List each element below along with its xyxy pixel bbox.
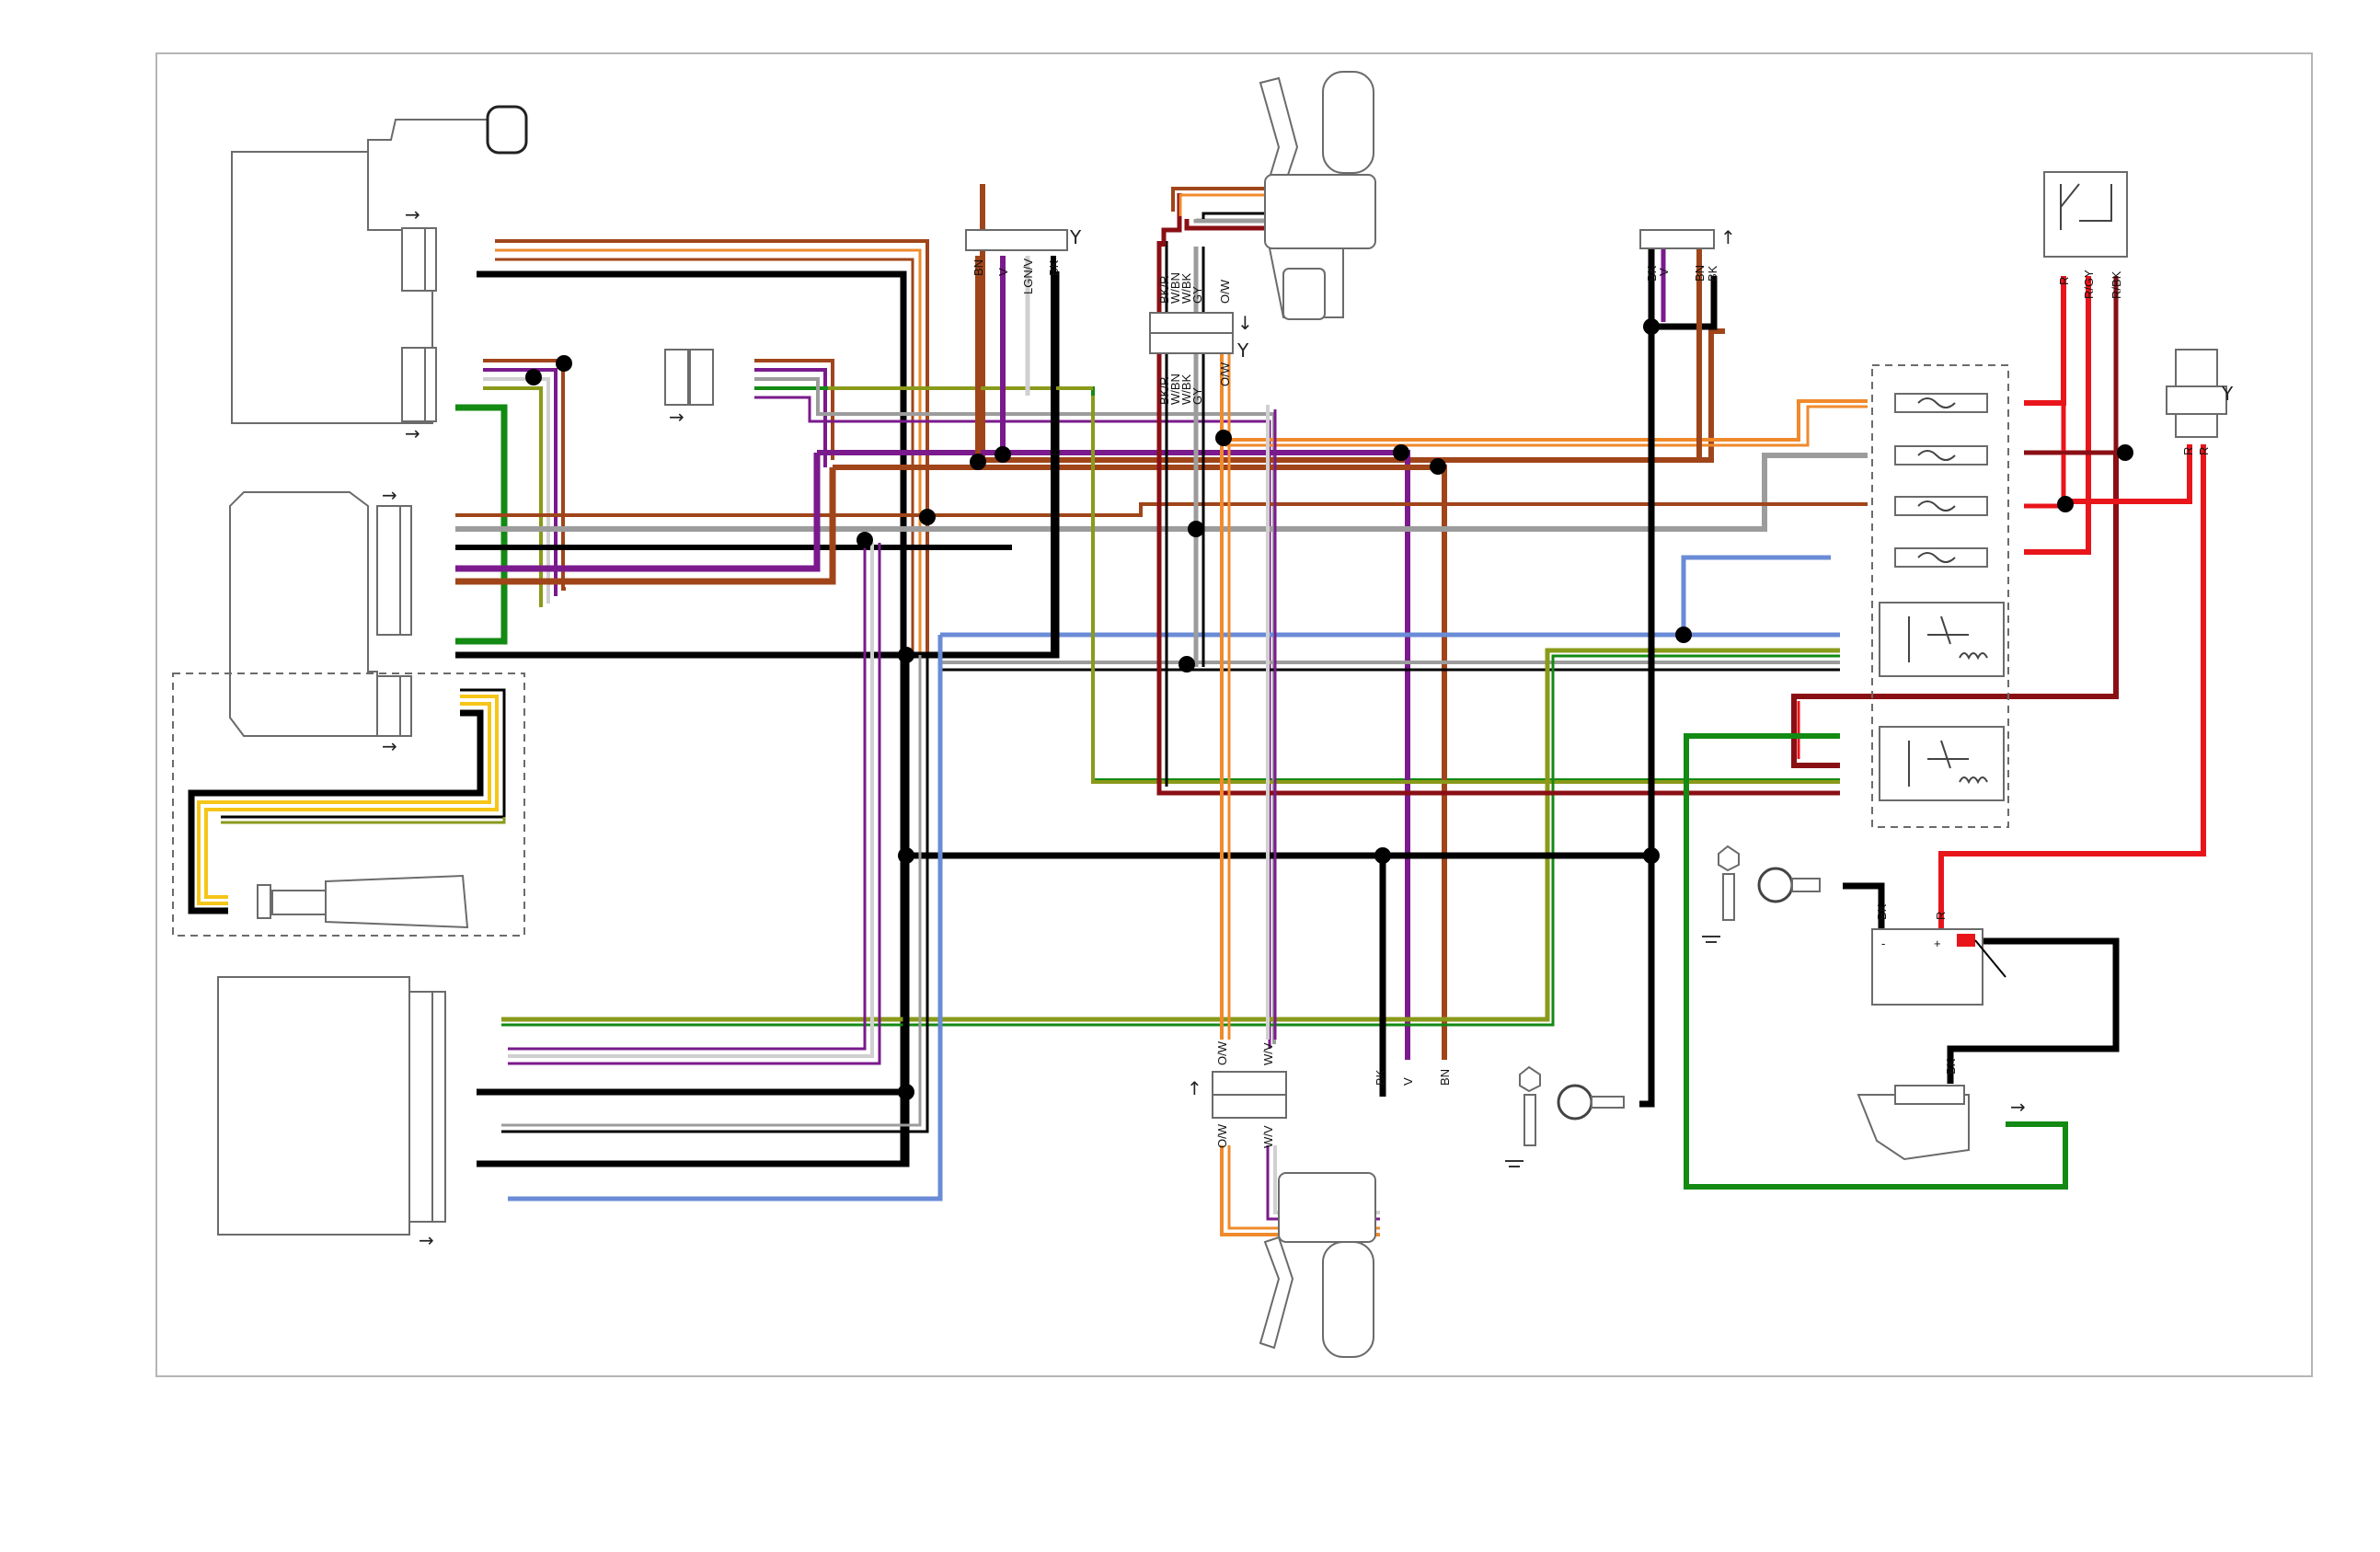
ignition-label-1: R: [2197, 447, 2211, 455]
switch-housing-icon-bottom: [1259, 1172, 1376, 1358]
svg-text:↑: ↑: [1720, 226, 1736, 248]
ground-wire-label-1: V: [1401, 1077, 1415, 1086]
mid-lower-label-0: BK/R: [1157, 377, 1171, 405]
bottom-mid-bottom-label-1: W/V: [1261, 1125, 1275, 1148]
wire-harness: [455, 184, 2206, 1236]
switch-housing-icon: [1259, 71, 1376, 320]
mid-upper-label-4: O/W: [1218, 279, 1232, 304]
dashed-sub-assembly: [172, 673, 525, 937]
svg-text:→: →: [382, 735, 397, 757]
junction-nodes: [525, 318, 2133, 1100]
mid-lower-label-4: O/W: [1218, 362, 1232, 386]
svg-text:→: →: [419, 1229, 434, 1251]
relay-label-2: R/BK: [2110, 270, 2123, 299]
mid-upper-label-1: W/BN: [1168, 272, 1182, 304]
connector-top-left-label-3: BK: [1047, 259, 1061, 276]
relay-icon: R R/GY R/BK: [2043, 171, 2128, 299]
mid-upper-label-2: W/BK: [1179, 272, 1193, 304]
fuse-icon: [1894, 393, 1988, 568]
connector-top-right-label-1: V: [1657, 268, 1671, 276]
battery-label-1: R: [1934, 912, 1948, 920]
bottom-mid-top-label-0: O/W: [1215, 1040, 1229, 1065]
svg-text:→: →: [405, 203, 420, 225]
connector-top-left: Y BN V LGN/V BK: [965, 226, 1082, 294]
mid-lower-label-3: GY: [1190, 387, 1204, 405]
ignition-label-0: R: [2181, 447, 2195, 455]
bottom-left-module: →: [217, 976, 446, 1251]
svg-text:→: →: [669, 406, 684, 428]
mid-upper-label-3: GY: [1190, 286, 1204, 304]
ground-icon-lower: BK V BN: [1374, 1065, 1625, 1167]
svg-text:Y: Y: [1236, 339, 1249, 362]
svg-text:→: →: [405, 422, 420, 444]
svg-text:→: →: [2010, 1096, 2026, 1118]
svg-text:↑: ↑: [1187, 1077, 1202, 1099]
fuse-bank: [1871, 364, 2009, 828]
bottom-mid-bottom-label-0: O/W: [1215, 1123, 1229, 1148]
svg-text:↓: ↓: [1237, 312, 1253, 334]
middle-left-module: → →: [229, 484, 412, 757]
sensor-icon: [486, 105, 528, 155]
connector-top-left-label-1: V: [996, 268, 1010, 276]
battery-label-0: BK: [1875, 903, 1889, 920]
svg-text:Y: Y: [2221, 383, 2234, 405]
connector-bottom-mid: ↑ O/W W/V O/W W/V: [1187, 1040, 1287, 1148]
connector-top-right: ↑ BK V BN BK: [1639, 226, 1736, 282]
relay-label-0: R: [2057, 277, 2071, 285]
mid-upper-label-0: BK/R: [1157, 276, 1171, 304]
connector-top-right-label-0: BK: [1645, 265, 1659, 282]
starter-motor-icon: BK →: [1857, 1058, 2026, 1161]
connector-top-left-label-0: BN: [972, 259, 985, 276]
connector-top-mid: ↓ Y BK/R W/BN W/BK GY O/W BK/R W/BN W/BK…: [1149, 272, 1253, 405]
svg-text:Y: Y: [1069, 226, 1082, 248]
connector-top-right-label-3: BK: [1706, 265, 1719, 282]
ground-wire-label-2: BN: [1438, 1069, 1452, 1086]
battery-terminal-0: -: [1881, 937, 1885, 950]
connector-top-right-label-2: BN: [1693, 265, 1707, 282]
upper-left-module: → →: [231, 105, 528, 444]
svg-text:→: →: [382, 484, 397, 506]
inline-connector-left: →: [664, 349, 714, 428]
connector-top-left-label-2: LGN/V: [1021, 259, 1035, 294]
mid-lower-label-2: W/BK: [1179, 374, 1193, 405]
mid-lower-label-1: W/BN: [1168, 374, 1182, 405]
battery-terminal-1: +: [1934, 937, 1941, 950]
diagram-frame: [155, 52, 2313, 1377]
relay-label-1: R/GY: [2082, 270, 2096, 299]
bottom-mid-top-label-1: W/V: [1261, 1042, 1275, 1065]
ground-wire-label-0: BK: [1374, 1069, 1387, 1086]
ignition-switch: Y R R: [2166, 349, 2234, 455]
battery-icon: - + BK R: [1871, 903, 2006, 1006]
starter-label-0: BK: [1944, 1058, 1958, 1075]
ground-icon: [1702, 845, 1821, 943]
